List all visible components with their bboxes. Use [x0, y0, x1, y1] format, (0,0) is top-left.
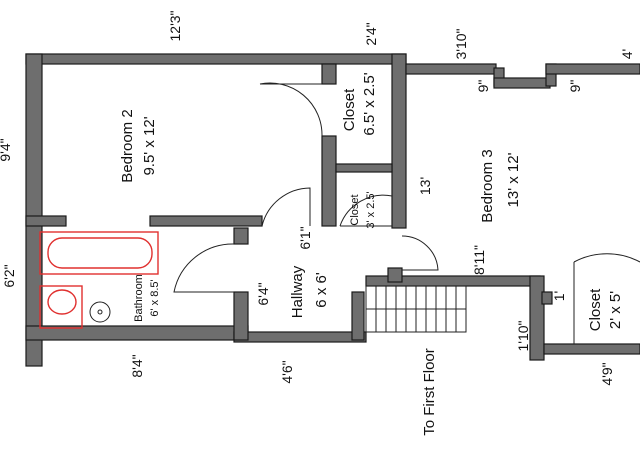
bedroom2-size: 9.5' x 12' [141, 116, 158, 175]
stairs [365, 285, 467, 333]
dim-right-closet: 4'9" [599, 362, 615, 385]
dim-hall-bottom: 4'6" [279, 360, 295, 383]
wall-bath-top-left [25, 215, 67, 227]
closet-right-size: 2' x 5' [607, 291, 624, 329]
wall-closet-divider [335, 163, 393, 173]
dim-hall-door: 6'1" [297, 226, 313, 249]
wall-right-top-b [493, 77, 551, 89]
bedroom3-size: 13' x 12' [505, 152, 522, 207]
closet-right-name: Closet [587, 288, 604, 331]
dim-right-top-b: 4' [619, 49, 635, 59]
door-closet-right [573, 253, 640, 344]
wall-right-top-c [545, 63, 640, 75]
hallway-name: Hallway [289, 265, 306, 318]
door-bath [173, 243, 235, 293]
dim-right-small: 1' [551, 291, 567, 301]
wall-closet-left-upper [321, 63, 337, 85]
bathroom-size: 6' x 8.5' [149, 279, 161, 316]
wall-closet-right [391, 53, 407, 229]
dim-stair-side: 8'11" [471, 245, 487, 275]
sink-drain-icon [97, 309, 103, 315]
wall-right-bottom [543, 343, 640, 355]
dim-bath-bottom: 8'4" [129, 354, 145, 377]
dim-left-lower: 6'2" [1, 264, 17, 287]
wall-bath-right-stub [233, 227, 249, 245]
dim-top-width: 12'3" [167, 10, 183, 41]
dim-right-top-a: 3'10" [453, 28, 469, 59]
wall-stub-hall [387, 267, 403, 283]
dim-right-bottom: 1'10" [515, 320, 531, 351]
hallway-size: 6 x 6' [313, 272, 330, 308]
stairs-label: To First Floor [421, 348, 438, 436]
dim-closet-top: 2'4" [363, 22, 379, 45]
door-closet-small [339, 194, 393, 227]
toilet-bowl-icon [47, 289, 77, 315]
wall-left [25, 53, 43, 367]
bedroom2-name: Bedroom 2 [119, 109, 136, 182]
dim-hall-left: 6'4" [255, 282, 271, 305]
doors [173, 82, 640, 344]
wall-hall-right-lower [351, 291, 365, 341]
wall-right-top-a [405, 63, 497, 75]
toilet-tank-icon [39, 285, 83, 329]
wall-bath-top-mid [149, 215, 263, 227]
walls [25, 53, 640, 367]
wall-right-vertical [529, 275, 545, 361]
bathroom-name: Bathroom [133, 274, 145, 322]
wall-top [25, 53, 407, 65]
dim-notch-b: 9" [567, 80, 583, 93]
wall-closet-left-lower [321, 135, 337, 227]
wall-bath-right [233, 291, 249, 341]
closet-main-name: Closet [341, 88, 358, 131]
dim-closet-side: 13' [417, 177, 433, 195]
dim-notch-a: 9" [475, 80, 491, 93]
dim-left-upper: 9'4" [0, 138, 13, 161]
sink-icon [89, 301, 111, 323]
door-hall-top [261, 187, 311, 227]
wall-bottom-hall [233, 331, 367, 343]
wall-right-closet-top [541, 291, 553, 305]
bathroom-fixtures [39, 231, 159, 329]
door-bedroom3 [401, 235, 439, 271]
bathtub-icon [39, 231, 159, 275]
closet-small-name: Closet [349, 194, 361, 225]
closet-main-size: 6.5' x 2.5' [361, 72, 378, 135]
door-closet-main [259, 82, 323, 137]
bedroom3-name: Bedroom 3 [479, 149, 496, 222]
closet-small-size: 3' x 2.5' [365, 191, 377, 228]
bathtub-inner [47, 237, 153, 269]
